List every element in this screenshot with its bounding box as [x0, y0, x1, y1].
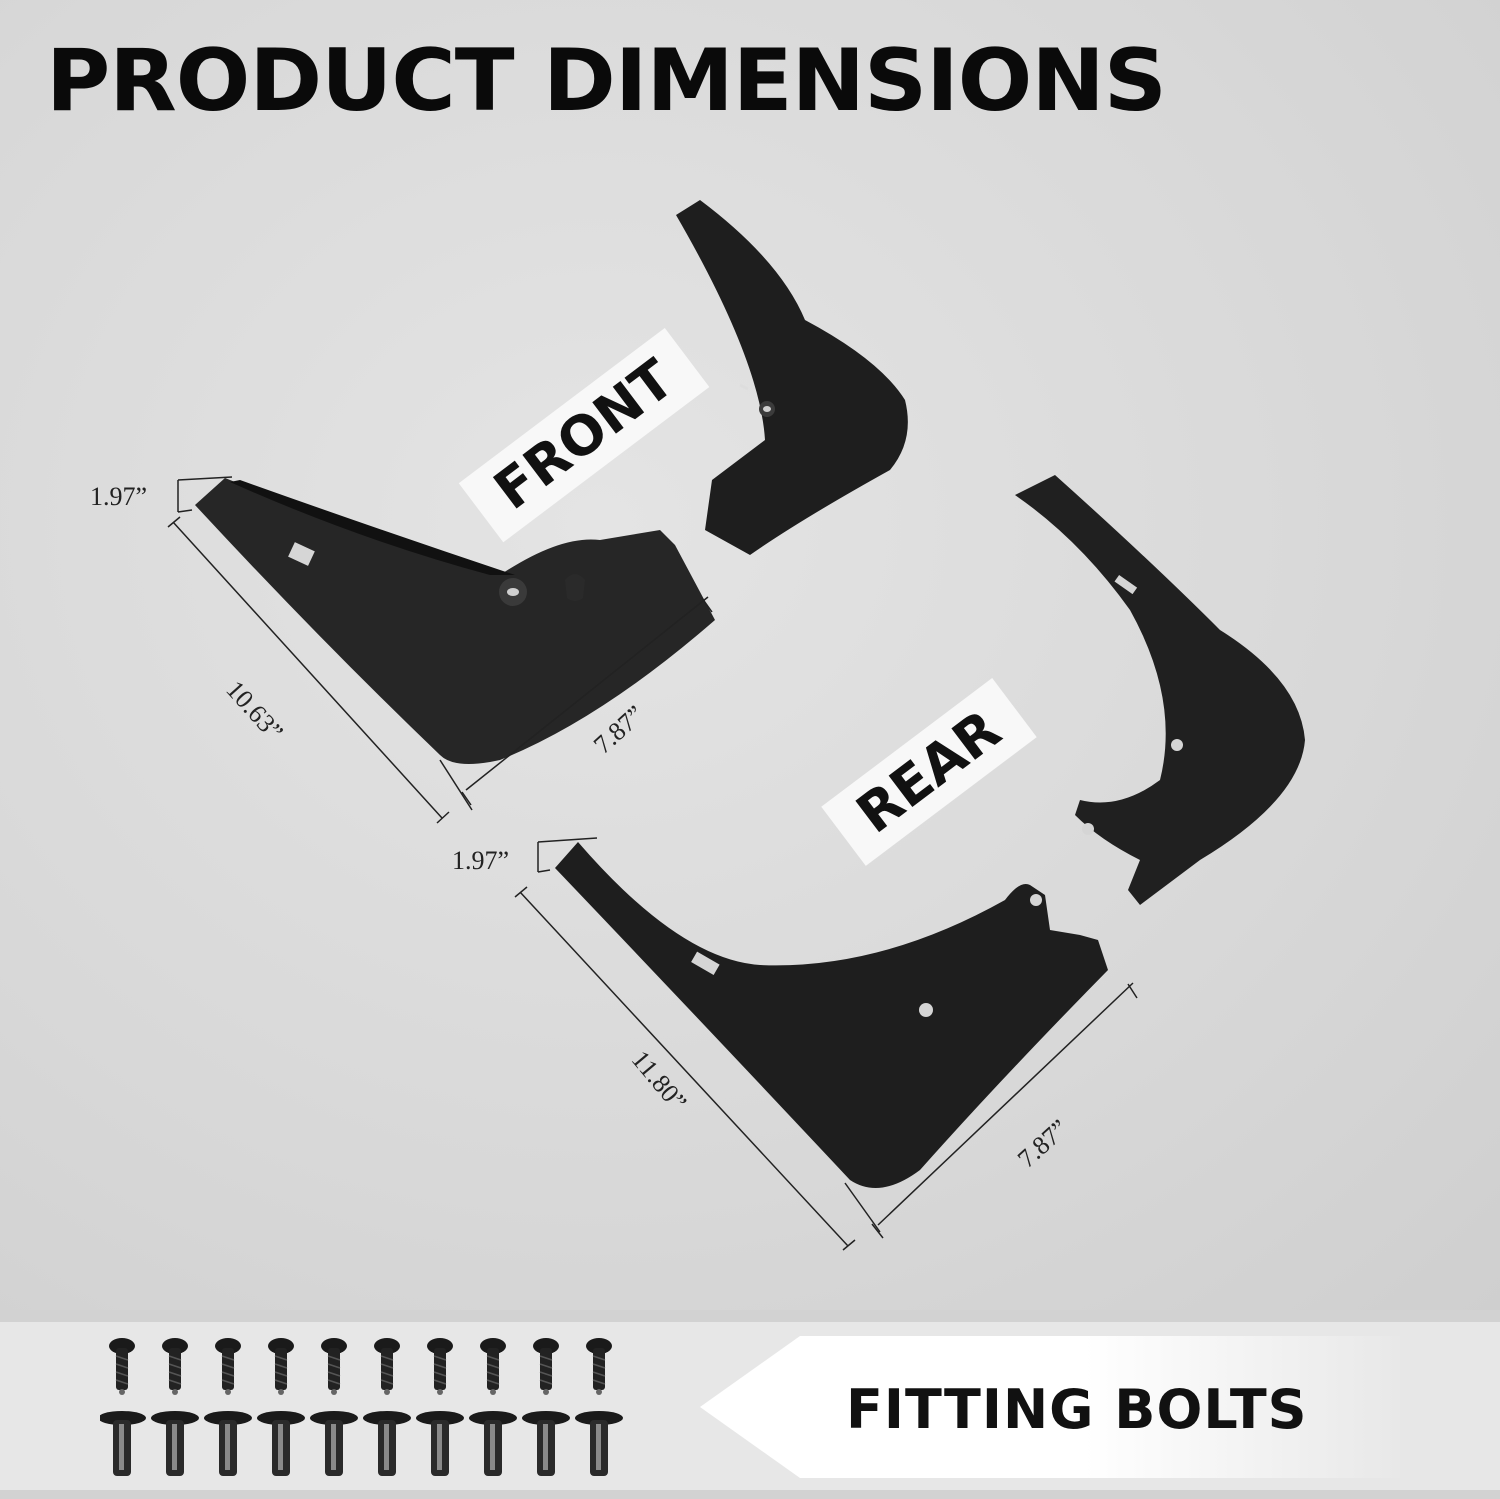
- rear-left-mudflap-image: [555, 842, 1108, 1188]
- arrow-left-banner: [700, 1336, 1400, 1478]
- mudflaps-illustration: [167, 200, 1305, 1251]
- fitting-bolts-label: FITTING BOLTS: [846, 1378, 1308, 1441]
- bolts-image: [100, 1337, 623, 1476]
- rear-height-dimension: 1.97”: [452, 846, 510, 875]
- front-right-mudflap-image: [676, 200, 908, 555]
- rear-dimension-lines: [514, 837, 1138, 1251]
- page-title: PRODUCT DIMENSIONS: [46, 31, 1167, 131]
- front-left-mudflap-image: [195, 478, 715, 764]
- rear-right-mudflap-image: [1015, 475, 1305, 905]
- front-dimension-lines: [167, 476, 713, 824]
- front-height-dimension: 1.97”: [90, 482, 148, 511]
